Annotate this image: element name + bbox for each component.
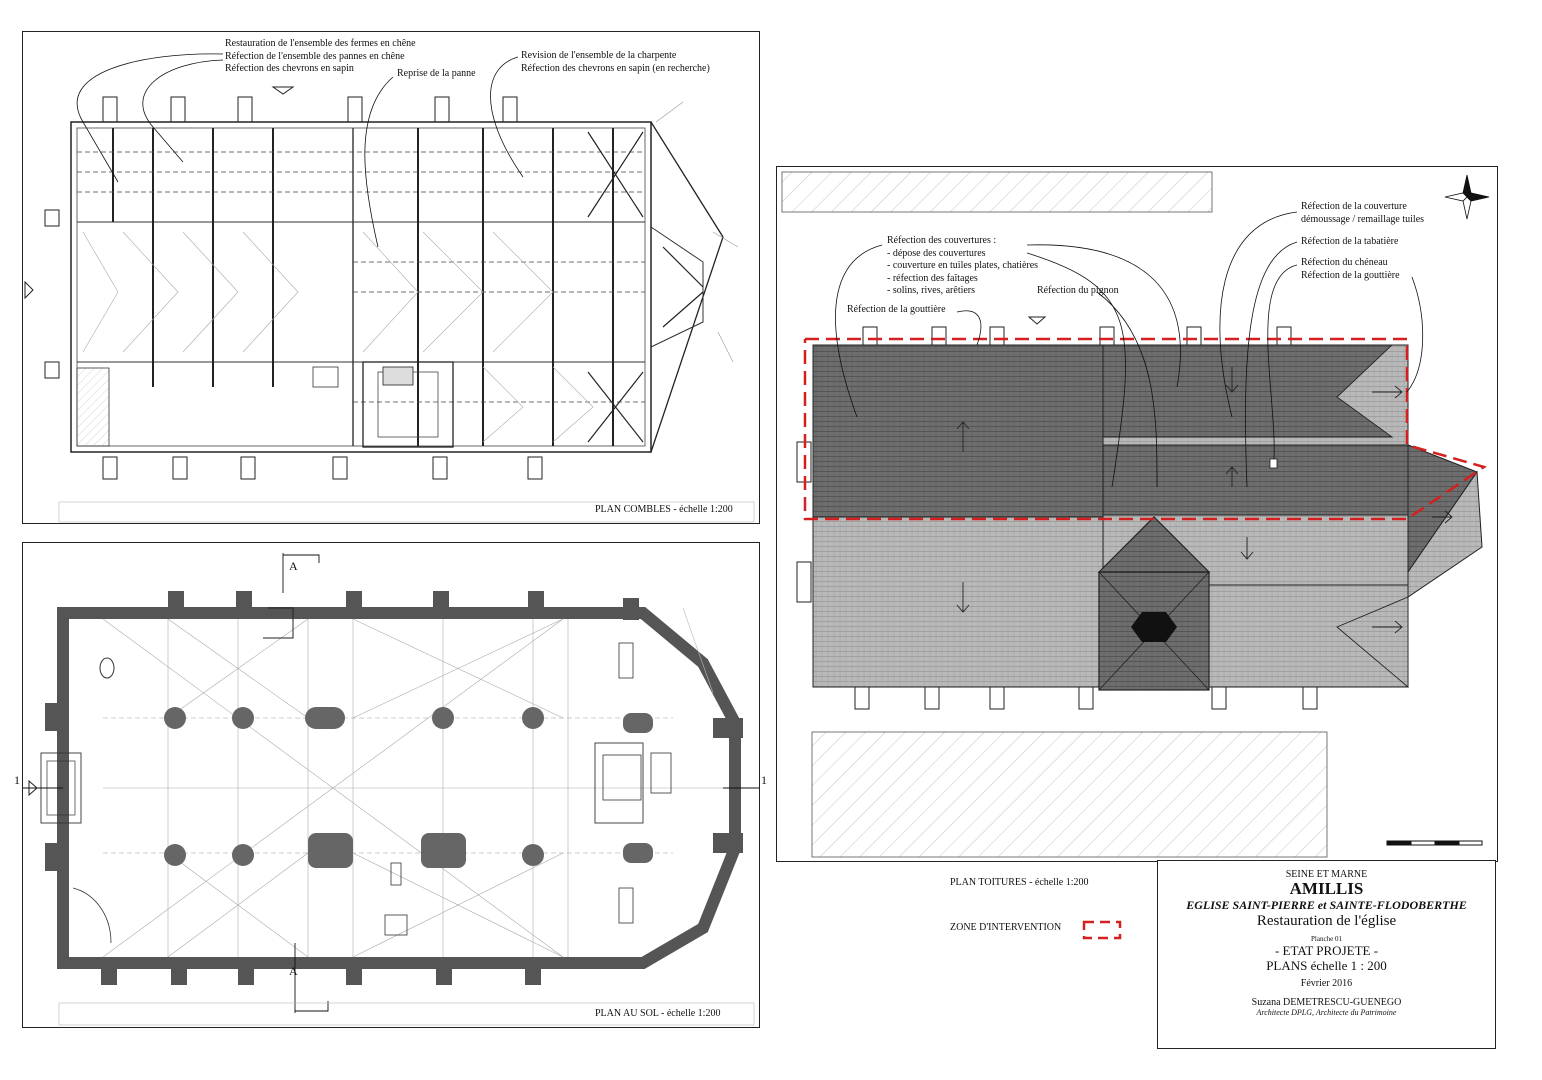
toit-note-cheneau-line-1: Réfection du chéneau bbox=[1301, 257, 1388, 268]
toit-note-gouttiere-left: Réfection de la gouttière bbox=[847, 304, 946, 315]
toit-note-line-1: Réfection des couvertures : bbox=[887, 235, 997, 246]
zone-intervention-swatch bbox=[1082, 920, 1122, 940]
cartouche-department: SEINE ET MARNE bbox=[1285, 869, 1368, 880]
toit-note-line-5: - solins, rives, arêtiers bbox=[887, 285, 976, 296]
toit-note-line-4: - réfection des faîtages bbox=[887, 272, 978, 284]
combles-note-line-2: Réfection de l'ensemble des pannes en ch… bbox=[225, 50, 405, 62]
plan-sol-drawing bbox=[23, 553, 759, 1026]
combles-note-charpente: Revision de l'ensemble de la charpente R… bbox=[521, 50, 710, 75]
plan-toitures-panel: Réfection des couvertures : - dépose des… bbox=[776, 166, 1498, 862]
plan-sol-panel: A A 1 1 PLAN AU SOL - échelle 1:200 bbox=[14, 542, 767, 1028]
combles-note-charpente-line-1: Revision de l'ensemble de la charpente bbox=[521, 50, 677, 61]
plan-sol-title: PLAN AU SOL - échelle 1:200 bbox=[595, 1008, 721, 1019]
combles-note-line-3: Réfection des chevrons en sapin bbox=[225, 63, 354, 74]
toit-note-pignon: Réfection du pignon bbox=[1037, 285, 1119, 296]
cartouche-project: Restauration de l'église bbox=[1256, 913, 1397, 929]
toit-note-line-2: - dépose des couvertures bbox=[887, 247, 986, 259]
section-a-label-bottom: A bbox=[289, 964, 298, 978]
combles-note-panne: Reprise de la panne bbox=[397, 68, 476, 79]
section-1-label-left: 1 bbox=[14, 773, 20, 787]
cartouche-plans: PLANS échelle 1 : 200 bbox=[1266, 958, 1387, 973]
cartouche-church: EGLISE SAINT-PIERRE et SAINTE-FLODOBERTH… bbox=[1186, 898, 1467, 912]
toit-note-couverture-line-1: Réfection de la couverture bbox=[1301, 201, 1407, 212]
toit-note-couvertures: Réfection des couvertures : - dépose des… bbox=[887, 235, 1038, 298]
section-a-label-top: A bbox=[289, 559, 298, 573]
toit-note-cheneau-line-2: Réfection de la gouttière bbox=[1301, 269, 1400, 281]
cartouche-town: AMILLIS bbox=[1289, 879, 1364, 898]
plan-combles-panel: Restauration de l'ensemble des fermes en… bbox=[22, 31, 760, 524]
toit-note-cheneau: Réfection du chéneau Réfection de la gou… bbox=[1301, 257, 1400, 282]
plan-combles-drawing bbox=[24, 53, 755, 523]
title-block: SEINE ET MARNE AMILLIS EGLISE SAINT-PIER… bbox=[1157, 860, 1496, 1049]
combles-note-charpente-line-2: Réfection des chevrons en sapin (en rech… bbox=[521, 62, 710, 74]
cartouche-architect: Suzana DEMETRESCU-GUENEGO bbox=[1251, 997, 1402, 1008]
plan-toitures-title: PLAN TOITURES - échelle 1:200 bbox=[950, 877, 1089, 888]
toit-note-couverture: Réfection de la couverture démoussage / … bbox=[1301, 201, 1424, 226]
toit-note-tabatiere: Réfection de la tabatière bbox=[1301, 236, 1399, 247]
cartouche-date: Février 2016 bbox=[1300, 978, 1353, 989]
zone-intervention-label: ZONE D'INTERVENTION bbox=[950, 922, 1062, 933]
combles-note-fermes: Restauration de l'ensemble des fermes en… bbox=[225, 38, 416, 76]
cartouche-sheet: Planche 01 bbox=[1311, 935, 1342, 943]
toit-note-couverture-line-2: démoussage / remaillage tuiles bbox=[1301, 213, 1425, 225]
cartouche-role: Architecte DPLG, Architecte du Patrimoin… bbox=[1256, 1008, 1397, 1017]
combles-note-line-1: Restauration de l'ensemble des fermes en… bbox=[225, 38, 416, 49]
section-1-label-right: 1 bbox=[761, 773, 767, 787]
cartouche-state: - ETAT PROJETE - bbox=[1274, 943, 1379, 958]
toit-note-line-3: - couverture en tuiles plates, chatières bbox=[887, 260, 1039, 271]
plan-combles-title: PLAN COMBLES - échelle 1:200 bbox=[595, 504, 733, 515]
plan-toitures-drawing bbox=[781, 171, 1490, 858]
